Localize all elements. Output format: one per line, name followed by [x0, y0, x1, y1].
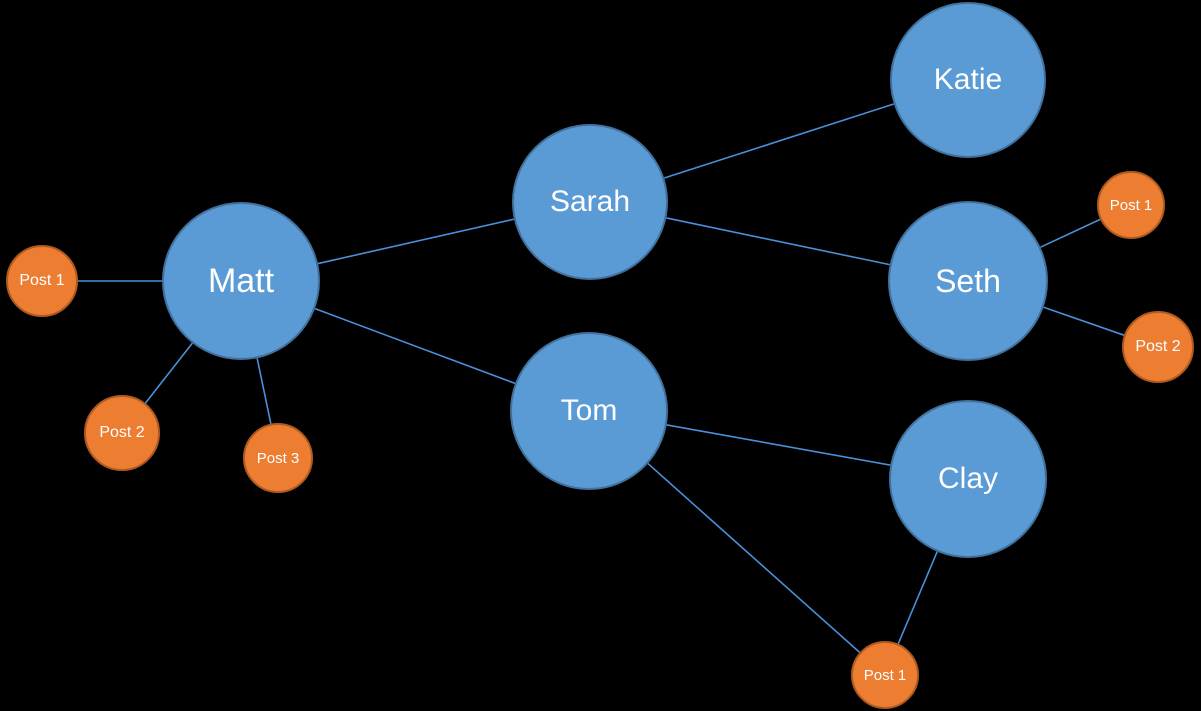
graph-node-label: Post 1	[19, 272, 65, 289]
graph-node-label: Post 1	[1109, 196, 1153, 214]
graph-edge	[314, 307, 516, 385]
graph-node-seth[interactable]: Seth	[888, 201, 1048, 361]
graph-node-matt[interactable]: Matt	[162, 202, 320, 360]
graph-node-label: Post 1	[863, 666, 907, 684]
graph-node-seth_post1[interactable]: Post 1	[1097, 171, 1165, 239]
graph-edge	[256, 358, 272, 424]
graph-edge	[1043, 306, 1125, 336]
graph-node-sarah[interactable]: Sarah	[512, 124, 668, 280]
graph-node-label: Clay	[937, 462, 998, 495]
graph-node-label: Katie	[933, 63, 1003, 96]
graph-node-label: Sarah	[549, 185, 631, 218]
graph-node-shared_post1[interactable]: Post 1	[851, 641, 919, 709]
graph-edge	[897, 551, 938, 645]
graph-edge	[1040, 218, 1101, 248]
graph-node-tom[interactable]: Tom	[510, 332, 668, 490]
graph-node-label: Matt	[207, 262, 275, 300]
graph-edge	[666, 424, 891, 466]
graph-edge	[317, 218, 515, 265]
graph-node-label: Post 3	[256, 449, 300, 467]
graph-edge	[144, 342, 193, 404]
graph-edge	[663, 103, 895, 179]
graph-node-matt_post2[interactable]: Post 2	[84, 395, 160, 471]
graph-node-label: Post 2	[1135, 338, 1181, 355]
graph-edge	[647, 462, 861, 653]
graph-node-matt_post3[interactable]: Post 3	[243, 423, 313, 493]
graph-edge	[666, 217, 890, 266]
graph-node-clay[interactable]: Clay	[889, 400, 1047, 558]
graph-node-seth_post2[interactable]: Post 2	[1122, 311, 1194, 383]
graph-node-katie[interactable]: Katie	[890, 2, 1046, 158]
graph-node-label: Tom	[560, 394, 618, 427]
graph-node-label: Post 2	[99, 424, 145, 441]
graph-node-matt_post1[interactable]: Post 1	[6, 245, 78, 317]
graph-node-label: Seth	[935, 263, 1001, 299]
